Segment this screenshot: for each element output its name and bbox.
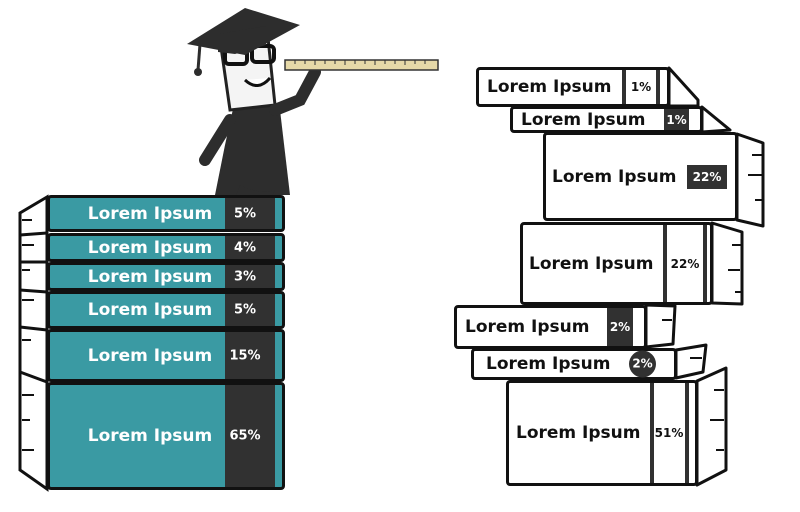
book-percent: 3%	[233, 269, 257, 284]
book-label: Lorem Ipsum	[87, 203, 213, 224]
book-percent: 15%	[229, 348, 261, 363]
right-book-6: Lorem Ipsum 2%	[471, 348, 677, 380]
left-book-4: Lorem Ipsum 5%	[47, 291, 285, 329]
left-book-1: Lorem Ipsum 5%	[47, 195, 285, 232]
right-book-7: Lorem Ipsum 51%	[506, 380, 698, 486]
book-label: Lorem Ipsum	[487, 77, 612, 97]
book-label: Lorem Ipsum	[516, 423, 641, 443]
book-label: Lorem Ipsum	[87, 426, 213, 446]
book-percent: 5%	[233, 302, 257, 318]
left-book-3: Lorem Ipsum 3%	[47, 262, 285, 291]
ruler-icon	[284, 59, 439, 71]
right-book-5: Lorem Ipsum 2%	[454, 305, 647, 349]
right-stack-spines-icon	[644, 66, 765, 487]
book-percent: 4%	[233, 240, 257, 255]
graduate-character-icon	[187, 8, 321, 196]
left-book-2: Lorem Ipsum 4%	[47, 233, 285, 262]
left-book-6: Lorem Ipsum 65%	[47, 382, 285, 490]
book-label: Lorem Ipsum	[87, 345, 213, 366]
book-label: Lorem Ipsum	[87, 266, 213, 287]
right-book-2: Lorem Ipsum 1%	[510, 106, 703, 133]
right-book-1: Lorem Ipsum 1%	[476, 67, 670, 107]
book-label: Lorem Ipsum	[552, 166, 677, 187]
left-stack-pages-icon	[18, 194, 49, 492]
right-book-3: Lorem Ipsum 22%	[543, 132, 738, 221]
book-label: Lorem Ipsum	[529, 253, 654, 274]
book-label: Lorem Ipsum	[87, 300, 213, 320]
right-book-4: Lorem Ipsum 22%	[520, 222, 713, 305]
book-label: Lorem Ipsum	[521, 109, 646, 130]
book-percent: 1%	[666, 112, 687, 127]
book-percent: 65%	[229, 428, 261, 444]
left-book-5: Lorem Ipsum 15%	[47, 329, 285, 382]
book-label: Lorem Ipsum	[465, 317, 590, 337]
book-percent: 2%	[609, 320, 631, 334]
book-label: Lorem Ipsum	[87, 237, 213, 258]
book-percent: 5%	[233, 206, 257, 221]
book-percent: 22%	[687, 164, 727, 189]
book-percent: 2%	[629, 350, 656, 378]
book-percent: 22%	[670, 256, 700, 271]
book-percent: 1%	[630, 80, 652, 94]
book-label: Lorem Ipsum	[486, 354, 611, 374]
book-percent: 51%	[654, 426, 684, 440]
